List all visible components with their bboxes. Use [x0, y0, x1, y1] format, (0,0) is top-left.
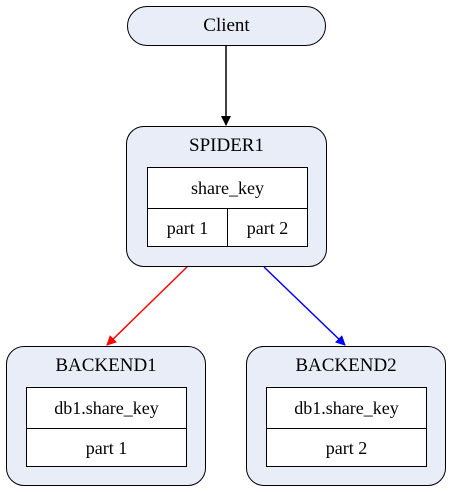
- backend2-partition-row: part 2: [267, 428, 426, 467]
- backend2-title: BACKEND2: [295, 355, 397, 376]
- backend2-node: BACKEND2 db1.share_key part 2: [246, 346, 446, 486]
- backend1-node: BACKEND1 db1.share_key part 1: [6, 346, 206, 486]
- spider-partition-row: part 1 part 2: [148, 208, 307, 247]
- spider-table-header: share_key: [191, 177, 264, 198]
- spider-title: SPIDER1: [189, 135, 264, 156]
- arrow-spider-to-backend2: [263, 266, 346, 346]
- backend1-title: BACKEND1: [55, 355, 157, 376]
- spider-shard-table: share_key part 1 part 2: [147, 167, 308, 247]
- spider-partition-cell: part 1: [148, 209, 228, 247]
- spider-partition-label: part 2: [246, 217, 289, 238]
- backend2-partition-label: part 2: [325, 437, 368, 458]
- backend1-table: db1.share_key part 1: [26, 387, 187, 467]
- arrow-spider-to-backend1: [106, 266, 188, 346]
- backend1-table-header: db1.share_key: [54, 397, 159, 418]
- spider-node: SPIDER1 share_key part 1 part 2: [126, 126, 327, 267]
- backend2-table: db1.share_key part 2: [266, 387, 427, 467]
- backend1-partition-row: part 1: [27, 428, 186, 467]
- backend1-partition-label: part 1: [85, 437, 128, 458]
- spider-table-header-row: share_key: [148, 168, 307, 208]
- backend2-table-header: db1.share_key: [294, 397, 399, 418]
- client-node: Client: [127, 6, 326, 46]
- spider-partition-label: part 1: [166, 217, 209, 238]
- spider-partition-cell: part 2: [228, 209, 307, 247]
- backend2-table-header-row: db1.share_key: [267, 388, 426, 428]
- client-label: Client: [203, 15, 250, 36]
- backend1-table-header-row: db1.share_key: [27, 388, 186, 428]
